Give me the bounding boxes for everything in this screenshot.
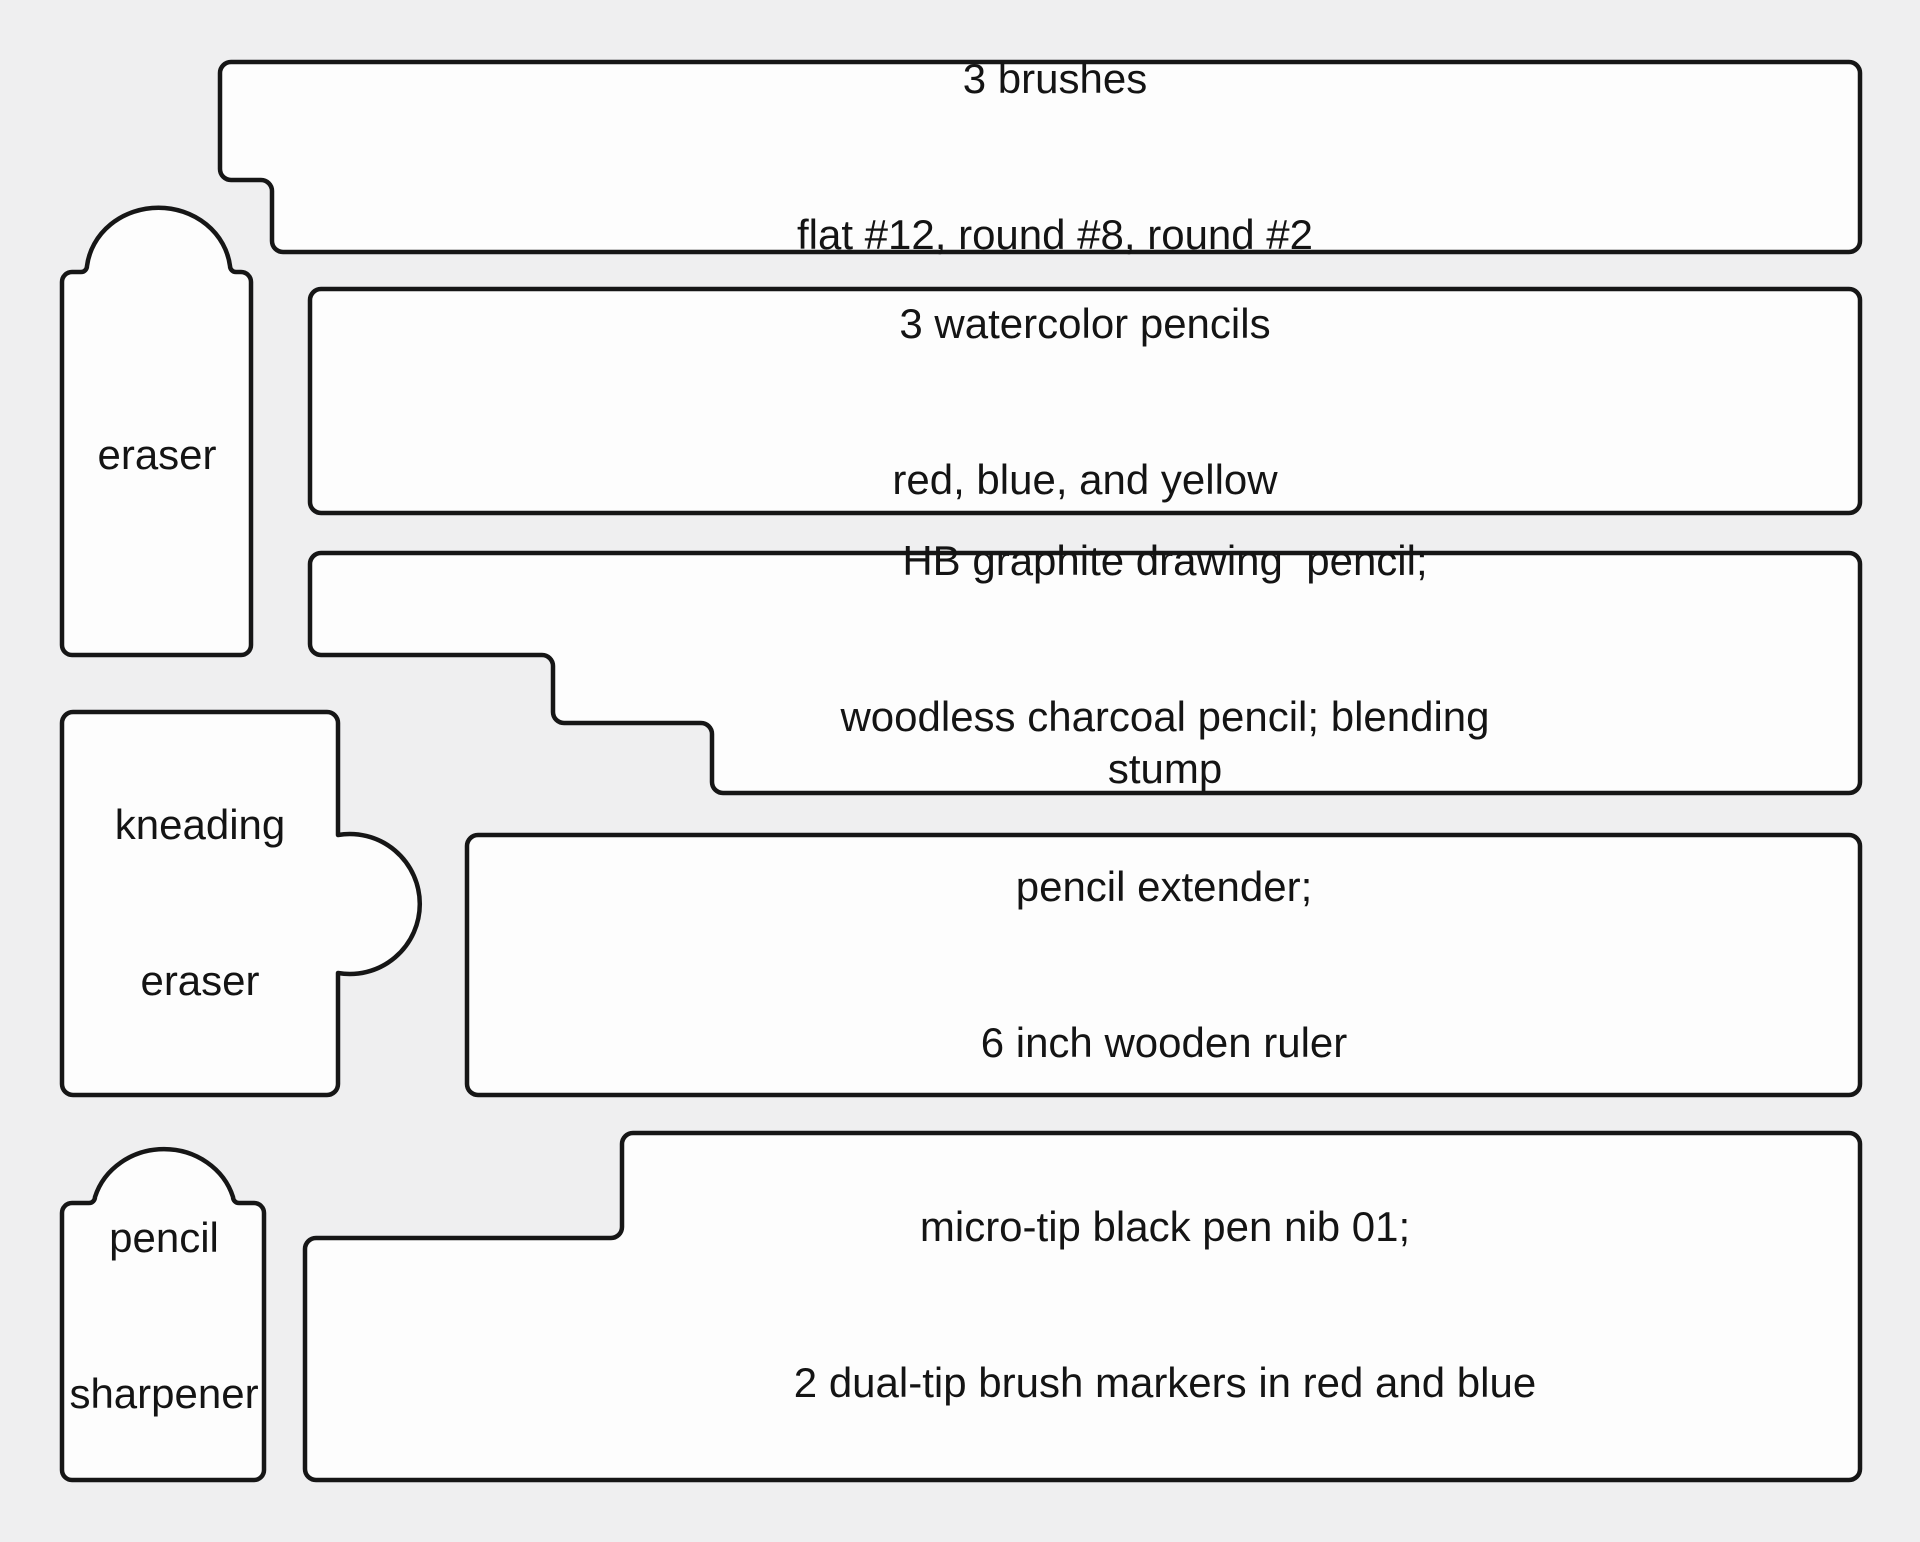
pens-markers-compartment-shape [302,1130,1863,1483]
graphite-compartment-shape [307,550,1863,796]
pencil-sharpener-compartment-shape [59,1146,267,1483]
eraser-compartment-shape [59,205,254,658]
kneading-eraser-compartment-shape [59,709,422,1098]
brushes-compartment-shape [217,59,1863,255]
extender-ruler-compartment-shape [464,832,1863,1098]
watercolor-pencils-compartment-shape [307,286,1863,516]
